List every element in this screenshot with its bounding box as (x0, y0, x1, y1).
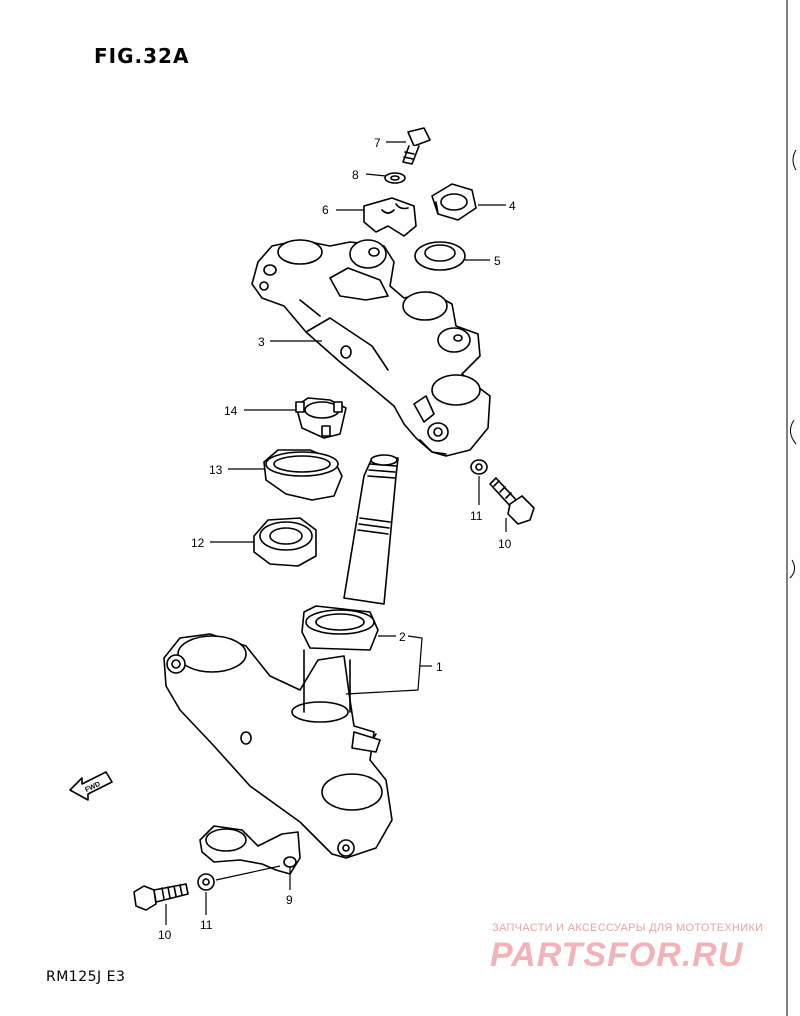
callout-11-lower: 11 (200, 918, 213, 932)
watermark-brand: PARTSFOR.RU (490, 936, 744, 974)
callout-6: 6 (322, 203, 329, 217)
part-6-clamp (363, 197, 417, 237)
part-11-washer-upper (470, 459, 488, 475)
callout-2: 2 (399, 630, 406, 644)
part-10-bolt-lower (133, 883, 189, 911)
callout-4: 4 (509, 199, 516, 213)
watermark-tagline: ЗАПЧАСТИ И АКСЕССУАРЫ ДЛЯ МОТОТЕХНИКИ (492, 922, 764, 934)
part-3-upper-bracket (251, 239, 491, 457)
callout-14: 14 (224, 404, 238, 418)
part-4-nut (431, 183, 477, 221)
part-11-washer-lower (197, 873, 215, 891)
callout-1: 1 (436, 660, 443, 674)
part-7-bolt (402, 127, 431, 165)
callout-10-upper: 10 (498, 537, 512, 551)
callout-3: 3 (258, 335, 265, 349)
callout-12: 12 (191, 536, 205, 550)
part-9-bracket (199, 825, 301, 875)
part-12-oil-seal (253, 517, 317, 567)
callout-8: 8 (352, 168, 359, 182)
callout-10-lower: 10 (158, 928, 172, 942)
callout-7: 7 (374, 136, 381, 150)
part-5-washer (414, 241, 466, 271)
part-13-bearing (263, 449, 343, 501)
model-code: RM125J E3 (46, 969, 126, 985)
part-10-bolt-upper (489, 477, 535, 525)
callout-11-upper: 11 (470, 509, 483, 523)
fwd-arrow-icon (69, 771, 113, 801)
callout-9: 9 (286, 893, 293, 907)
part-1-steering-stem-lower-bracket (163, 454, 399, 859)
callout-5: 5 (494, 254, 501, 268)
part-14-ring-nut (295, 397, 347, 439)
scan-edge-artifacts (786, 0, 797, 1016)
figure-title: FIG.32A (94, 44, 190, 68)
part-8-washer (384, 172, 406, 184)
callout-13: 13 (209, 463, 223, 477)
